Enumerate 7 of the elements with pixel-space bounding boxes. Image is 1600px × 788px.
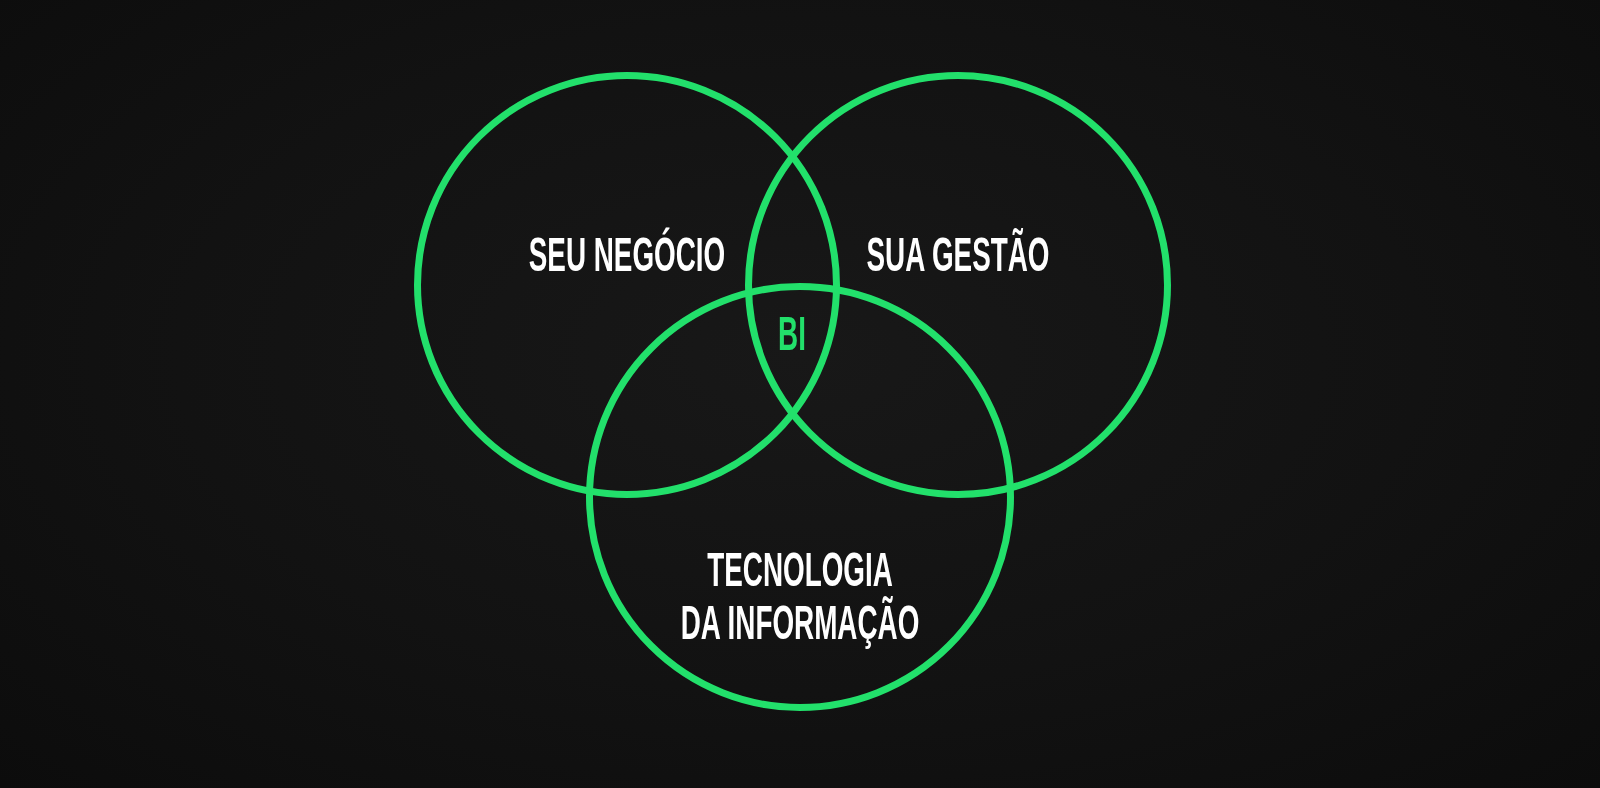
set-label: SUA GESTÃO — [866, 228, 1050, 282]
venn-circle — [586, 283, 1014, 711]
set-label: TECNOLOGIA DA INFORMAÇÃO — [680, 544, 920, 650]
intersection-label: BI — [778, 307, 806, 361]
set-label: SEU NEGÓCIO — [528, 228, 726, 282]
venn-circle — [414, 72, 840, 498]
venn-circle — [745, 72, 1171, 498]
